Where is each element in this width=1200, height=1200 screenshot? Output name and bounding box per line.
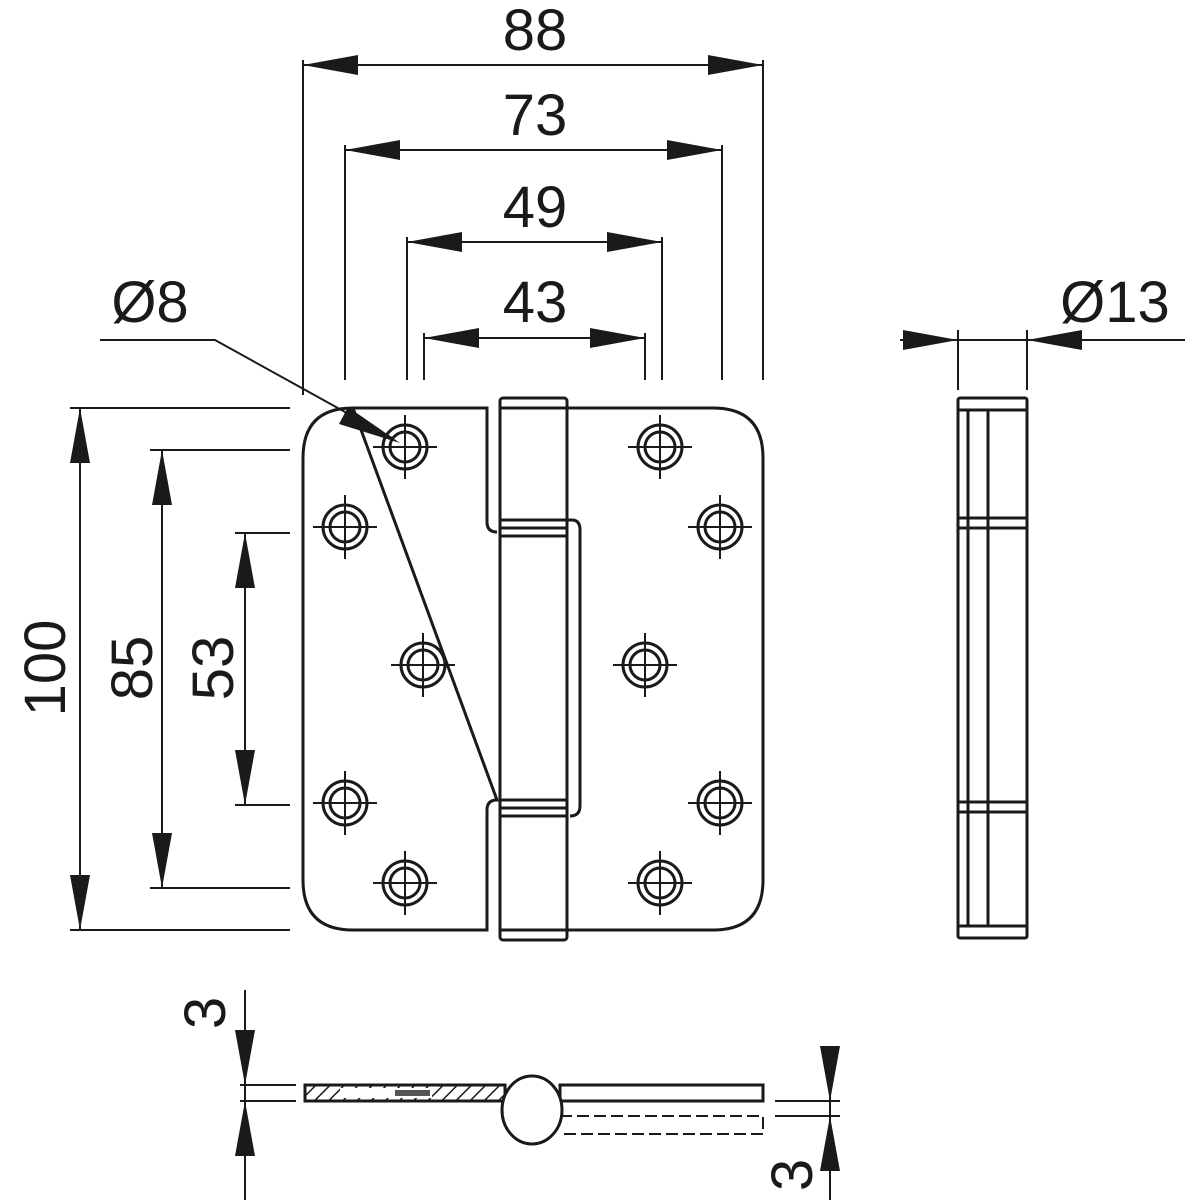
screw-hole-icon bbox=[628, 851, 692, 915]
knuckle-detail bbox=[500, 406, 582, 932]
screw-hole-icon bbox=[373, 415, 437, 479]
screw-hole-icon bbox=[688, 495, 752, 559]
left-leaf bbox=[301, 406, 500, 932]
leader-arrow bbox=[339, 407, 400, 443]
section-view: 3 3 bbox=[173, 990, 840, 1200]
dim-thickness-right: 3 bbox=[760, 1159, 825, 1191]
dim-73: 73 bbox=[503, 83, 568, 148]
left-dimensions: 100 85 53 bbox=[13, 407, 290, 931]
side-view: Ø13 bbox=[900, 270, 1185, 940]
dim-hole-diameter: Ø8 bbox=[111, 270, 188, 335]
screw-hole-icon bbox=[613, 633, 677, 697]
screw-hole-icon bbox=[391, 633, 455, 697]
dim-thickness-left: 3 bbox=[173, 997, 238, 1029]
top-dimensions: 88 73 49 43 Ø8 bbox=[100, 0, 764, 443]
dim-53: 53 bbox=[181, 636, 246, 701]
dim-43: 43 bbox=[503, 270, 568, 335]
dim-49: 49 bbox=[503, 175, 568, 240]
dim-knuckle-diameter: Ø13 bbox=[1060, 270, 1170, 335]
screw-holes bbox=[313, 415, 752, 915]
screw-hole-icon bbox=[628, 415, 692, 479]
screw-hole-icon bbox=[313, 495, 377, 559]
screw-hole-icon bbox=[373, 851, 437, 915]
screw-hole-icon bbox=[688, 771, 752, 835]
dim-100: 100 bbox=[13, 620, 78, 717]
knuckle bbox=[498, 396, 569, 942]
dim-85: 85 bbox=[100, 636, 165, 701]
screw-hole-icon bbox=[313, 771, 377, 835]
dim-88: 88 bbox=[503, 0, 568, 63]
right-leaf bbox=[567, 406, 765, 932]
front-view bbox=[301, 396, 765, 942]
